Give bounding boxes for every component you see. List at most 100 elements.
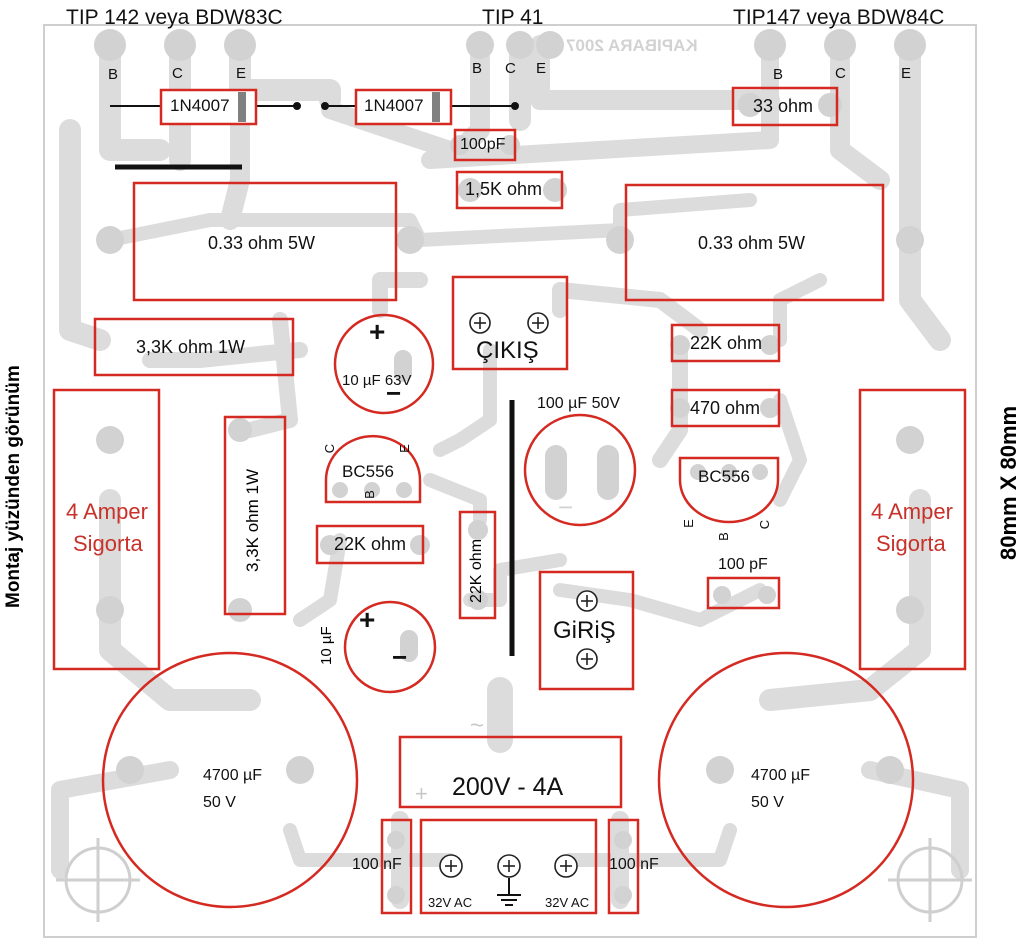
side-right-caption: 80mm X 80mm [996, 405, 1021, 560]
pin-c-left: C [172, 65, 183, 82]
output-terminal-1 [469, 312, 491, 334]
cap-10uf-63v-outline [333, 313, 435, 415]
res-3-3k-horizontal-label: 3,3K ohm 1W [136, 337, 246, 357]
transistor-right-label: TIP147 veya BDW84C [733, 6, 945, 29]
transistor-center-label: TIP 41 [482, 6, 544, 29]
ground-icon [497, 878, 521, 906]
res-1-5k-box [455, 170, 564, 210]
terminal-symbols [439, 312, 598, 878]
ac-right-label: 32V AC [545, 895, 590, 910]
res-033-right-label: 0.33 ohm 5W [698, 233, 806, 253]
res-22k-right-box [670, 323, 781, 363]
ac-terminal-3 [554, 854, 578, 878]
bc556-left-pin-b: B [361, 490, 377, 499]
fuse-left-line1: 4 Amper [66, 499, 148, 524]
bridge-plus: + [415, 781, 428, 806]
input-box [538, 570, 635, 691]
ac-terminal-1 [439, 854, 463, 878]
cap-4700-right-outline [657, 651, 915, 909]
fuse-right-line2: Sigorta [876, 531, 946, 556]
cap-100pf-right-label: 100 pF [718, 556, 768, 573]
cap-4700-right-line1: 4700 µF [751, 767, 811, 784]
pin-c-center: C [505, 60, 516, 77]
diode-right-label: 1N4007 [364, 96, 424, 115]
bc556-right-pin-b: B [715, 532, 731, 541]
ac-left-label: 32V AC [428, 895, 473, 910]
res-22k-vertical-label: 22K ohm [468, 538, 485, 603]
bridge-box [398, 735, 623, 809]
res-1-5k-label: 1,5K ohm [465, 179, 543, 199]
bc556-left-outline [324, 434, 422, 504]
side-left-caption: Montaj yüzünden görünüm [3, 365, 24, 608]
cap-10uf-63v-minus: − [386, 378, 402, 408]
bridge-label: 200V - 4A [452, 773, 564, 801]
cap-100pf-top-label: 100pF [460, 136, 506, 153]
bc556-right-outline [678, 456, 780, 524]
cap-100uf-50v-label: 100 µF 50V [537, 395, 621, 412]
cap-10uf-plus: + [359, 604, 376, 635]
res-3-3k-v-box [223, 415, 287, 616]
ac-input-box [419, 818, 598, 915]
res-22k-middle-label: 22K ohm [334, 534, 407, 554]
pin-e-left: E [236, 65, 247, 82]
cap-4700-left-outline [101, 651, 359, 909]
pin-e-center: E [536, 60, 547, 77]
res-033-left-label: 0.33 ohm 5W [208, 233, 316, 253]
cap-100uf-outline [523, 413, 637, 527]
bc556-left-pin-e: E [396, 444, 412, 453]
cap-100nf-right-box [607, 818, 640, 915]
cap-10uf-minus: − [392, 642, 408, 672]
cap-100nf-left-box [380, 818, 413, 915]
bc556-left-pin-c: C [322, 443, 338, 454]
cap-100nf-right-label: 100 nF [609, 856, 659, 873]
res-33-box [731, 86, 839, 127]
res-033-right-box [624, 183, 885, 302]
res-33-label: 33 ohm [753, 96, 814, 116]
pin-b-left: B [108, 66, 119, 83]
bc556-right-pin-e: E [680, 519, 696, 528]
output-terminal-2 [527, 312, 549, 334]
fuse-right-line1: 4 Amper [871, 499, 953, 524]
cap-10uf-outline [343, 600, 437, 694]
res-22k-right-label: 22K ohm [690, 333, 763, 353]
res-470-label: 470 ohm [690, 398, 761, 418]
fuse-right-box [858, 388, 967, 671]
watermark-text: KAPIBARA 2007 [566, 36, 698, 55]
res-470-box [670, 388, 781, 428]
pin-e-right: E [901, 65, 912, 82]
cap-10uf-label: 10 µF [318, 626, 335, 665]
cap-100pf-top-box [453, 128, 517, 162]
bridge-tilde-top: ~ [470, 712, 485, 739]
cap-100uf-plus: + [602, 444, 618, 474]
cap-100uf-minus: − [558, 492, 574, 522]
pin-b-center: B [472, 60, 483, 77]
res-033-left-box [132, 181, 398, 302]
pin-c-right: C [835, 65, 846, 82]
res-22k-middle-box [315, 524, 425, 565]
cap-pads [332, 350, 768, 662]
ac-terminal-2 [497, 854, 521, 878]
cap-100pf-right-box [706, 576, 781, 610]
diode-left-label: 1N4007 [170, 96, 230, 115]
component-outlines [52, 86, 967, 915]
board-outline [43, 24, 977, 938]
diode-right [321, 88, 519, 126]
input-terminal-1 [576, 590, 598, 612]
cap-10uf-63v-plus: + [369, 316, 386, 347]
input-terminal-2 [576, 648, 598, 670]
diode-left [110, 88, 301, 126]
output-box [451, 275, 569, 371]
cap-4700-right-line2: 50 V [751, 794, 784, 811]
bc556-right-pin-c: C [757, 519, 773, 530]
input-label: GiRiŞ [553, 617, 616, 644]
cap-4700-right-minus: − [876, 750, 895, 786]
bc556-right-label: BC556 [698, 467, 750, 486]
cap-4700-left-plus: + [124, 753, 143, 789]
cap-10uf-63v-label: 10 µF 63V [342, 372, 412, 389]
cap-4700-left-line1: 4700 µF [203, 767, 263, 784]
output-label: ÇIKIŞ [476, 337, 539, 364]
mounting-holes [56, 838, 972, 922]
bc556-left-label: BC556 [342, 462, 394, 481]
